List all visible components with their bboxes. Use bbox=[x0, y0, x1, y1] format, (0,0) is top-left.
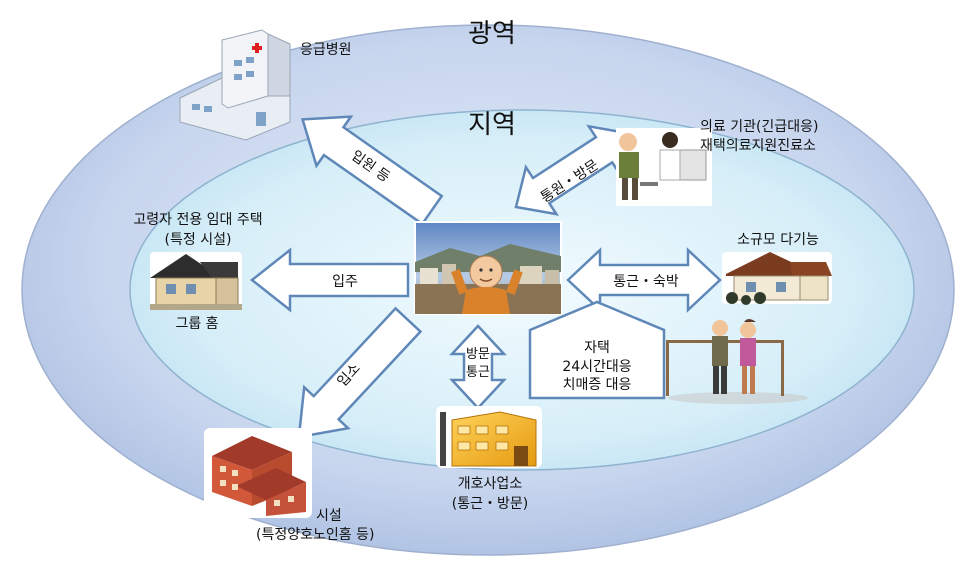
group-home-icon bbox=[150, 252, 242, 310]
hospital-icon bbox=[179, 29, 291, 141]
arrow-visit-vertical-label1: 방문 bbox=[466, 347, 490, 362]
elderly-couple-icon bbox=[666, 319, 808, 404]
home-box-line2: 24시간대응 bbox=[562, 359, 631, 375]
housing-label-line2: (특정 시설) bbox=[165, 232, 232, 248]
small-multi-house-icon bbox=[722, 252, 832, 305]
home-box bbox=[528, 300, 666, 400]
care-office-label-line1: 개호사업소 bbox=[458, 476, 523, 492]
arrow-move-in-label: 입주 bbox=[332, 274, 358, 290]
facility-building-icon bbox=[204, 428, 312, 518]
clinic-label-line2: 재택의료지원진료소 bbox=[700, 138, 816, 154]
clinic-doctor-patient-icon bbox=[616, 128, 712, 206]
arrow-commute-stay-label: 통근・숙박 bbox=[613, 274, 679, 290]
region-inner-label: 지역 bbox=[468, 110, 516, 140]
arrow-commute-stay bbox=[566, 247, 722, 313]
small-multi-label: 소규모 다기능 bbox=[737, 232, 819, 248]
facility-label-line2: (특정양호노인홈 등) bbox=[256, 527, 374, 543]
center-photo-elderly-man bbox=[414, 221, 562, 315]
facility-label-line1: 시설 bbox=[316, 508, 342, 524]
region-outer-label: 광역 bbox=[468, 19, 516, 49]
clinic-label-line1: 의료 기관(긴급대응) bbox=[700, 119, 818, 135]
care-office-icon bbox=[436, 406, 542, 468]
housing-label-line1: 고령자 전용 임대 주택 bbox=[133, 212, 262, 228]
arrow-visit-vertical-label2: 통근 bbox=[466, 365, 490, 380]
arrow-enter-facility bbox=[297, 306, 423, 439]
home-box-line3: 치매증 대응 bbox=[563, 377, 632, 393]
home-box-line1: 자택 bbox=[584, 340, 610, 356]
arrow-admission bbox=[300, 115, 444, 226]
care-office-label-line2: (통근・방문) bbox=[452, 496, 528, 512]
group-home-label: 그룹 홈 bbox=[175, 316, 218, 332]
arrow-move-in bbox=[249, 247, 410, 313]
hospital-label: 응급병원 bbox=[300, 42, 352, 58]
